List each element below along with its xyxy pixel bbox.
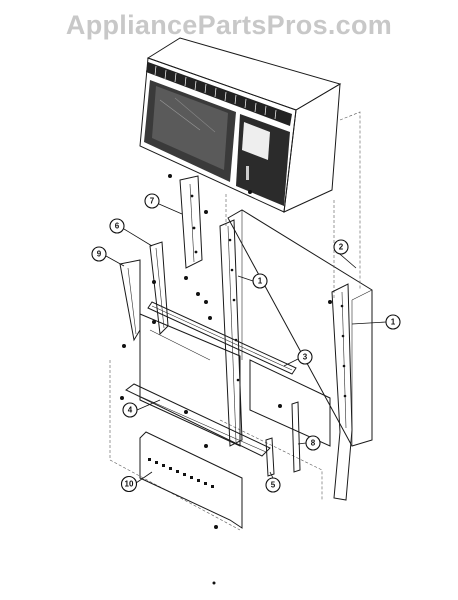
callout-2: 2 — [333, 239, 349, 255]
alignment-lines — [109, 111, 361, 531]
callout-3: 3 — [297, 349, 313, 365]
callout-label-7: 7 — [150, 197, 155, 206]
callout-6: 6 — [109, 218, 125, 234]
callout-10: 10 — [120, 475, 138, 493]
watermark: AppliancePartsPros.com — [65, 10, 393, 40]
screws — [120, 174, 332, 585]
callout-1-right: 1 — [385, 314, 401, 330]
filler-5 — [265, 437, 275, 477]
callout-label-2: 2 — [339, 243, 344, 252]
callout-9: 9 — [91, 246, 107, 262]
callout-label-3: 3 — [303, 353, 308, 362]
callout-label-9: 9 — [97, 250, 102, 259]
callout-7: 7 — [144, 193, 160, 209]
back-panel — [139, 313, 331, 447]
angle-4 — [125, 383, 271, 457]
callout-5: 5 — [265, 477, 281, 493]
bottom-trim-10 — [139, 431, 243, 529]
callout-label-1-right: 1 — [391, 318, 396, 327]
callout-8: 8 — [305, 435, 321, 451]
callout-label-8: 8 — [311, 439, 316, 448]
right-rail-1 — [331, 283, 353, 501]
callout-1-left: 1 — [252, 273, 268, 289]
bracket-6 — [149, 241, 169, 336]
bracket-9 — [119, 259, 141, 342]
strip-8 — [291, 401, 301, 473]
callout-label-5: 5 — [271, 481, 276, 490]
crossbar-3 — [147, 301, 297, 375]
callout-label-1-left: 1 — [258, 277, 263, 286]
left-rail-1 — [219, 219, 243, 447]
bracket-7 — [179, 175, 203, 269]
microwave-unit — [139, 37, 342, 213]
callout-label-6: 6 — [115, 222, 120, 231]
callout-label-4: 4 — [128, 406, 133, 415]
callout-label-10: 10 — [125, 480, 134, 489]
mounting-plate — [227, 209, 373, 447]
callout-4: 4 — [122, 402, 138, 418]
